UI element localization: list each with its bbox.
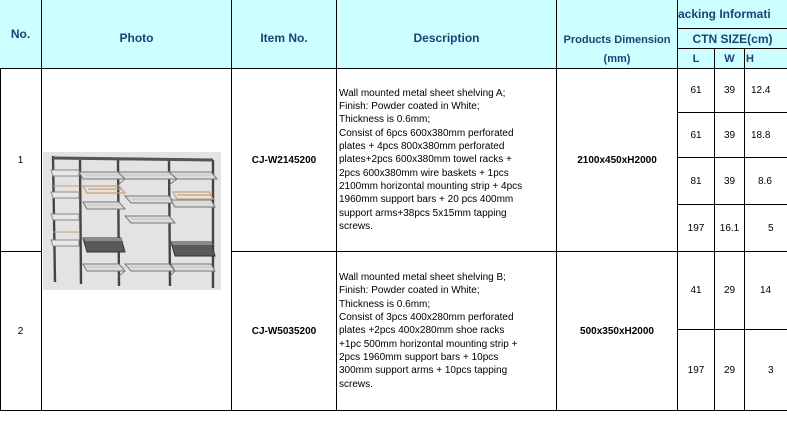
row2-ctn2-w-label: 29 [723,364,736,376]
row1-ctn3-w-label: 39 [723,175,736,187]
header-item-no-label: Item No. [260,31,308,45]
header-ctn-size: CTN SIZE(cm) [678,29,787,49]
row1-no: 1 [0,69,42,252]
row1-description: Wall mounted metal sheet shelving A; Fin… [337,69,557,252]
header-l: L [678,49,715,69]
row1-description-text: Wall mounted metal sheet shelving A; Fin… [339,87,523,232]
row1-ctn2-l-label: 61 [690,129,702,141]
row1-ctn4-l-label: 197 [687,222,705,234]
row2-ctn1-h: 14 [745,252,787,330]
row1-ctn1-h: 12.4 [745,69,787,113]
row1-ctn4-w: 16.1 [715,205,745,252]
header-w-label: W [724,52,735,65]
row2-ctn1-h-label: 14 [760,285,772,296]
photo-cell [42,69,232,411]
header-item-no: Item No. [232,0,337,69]
header-description: Description [337,0,557,69]
header-products-dimension-label: Products Dimension [563,34,671,46]
row1-no-label: 1 [17,154,24,166]
header-photo: Photo [42,0,232,69]
product-photo [43,152,221,290]
row1-ctn4-h: 5 [745,205,787,252]
row1-ctn2-l: 61 [678,113,715,158]
header-h-label: H [746,52,754,65]
header-packing-info: acking Informati [678,0,787,29]
row2-description: Wall mounted metal sheet shelving B; Fin… [337,252,557,411]
row2-description-text: Wall mounted metal sheet shelving B; Fin… [339,272,518,390]
row1-ctn3-h: 8.6 [745,158,787,205]
row1-ctn2-h: 18.8 [745,113,787,158]
header-photo-label: Photo [119,31,154,45]
row2-dimension-label: 500x350xH2000 [580,325,654,337]
row2-ctn1-l: 41 [678,252,715,330]
row1-item-no-label: CJ-W2145200 [251,154,317,166]
header-h: H [745,49,787,69]
header-unit-mm: (mm) [557,49,678,69]
row1-ctn4-h-label: 5 [768,222,774,234]
row2-no-label: 2 [17,325,24,337]
row2-ctn1-w: 29 [715,252,745,330]
row2-ctn1-l-label: 41 [690,285,702,296]
row1-ctn3-h-label: 8.6 [758,175,772,187]
header-unit-mm-label: (mm) [603,52,631,65]
row2-ctn2-h-label: 3 [768,364,774,376]
row1-ctn4-w-label: 16.1 [719,222,740,234]
row1-ctn1-w-label: 39 [723,85,736,96]
row1-ctn2-w-label: 39 [723,129,736,141]
table-left-border [0,0,1,411]
header-products-dimension: Products Dimension [557,0,678,49]
row2-ctn1-w-label: 29 [723,285,736,296]
row2-ctn2-l: 197 [678,330,715,411]
row1-ctn4-l: 197 [678,205,715,252]
row1-ctn2-w: 39 [715,113,745,158]
row1-ctn3-w: 39 [715,158,745,205]
header-l-label: L [692,52,700,65]
header-packing-info-label: acking Informati [678,7,771,21]
row2-dimension: 500x350xH2000 [557,252,678,411]
row1-ctn3-l-label: 81 [690,175,702,187]
row1-ctn3-l: 81 [678,158,715,205]
row1-item-no: CJ-W2145200 [232,69,337,252]
row1-ctn1-l: 61 [678,69,715,113]
header-no-label: No. [10,27,31,41]
header-ctn-size-label: CTN SIZE(cm) [692,31,773,46]
row1-ctn1-l-label: 61 [690,85,702,96]
row1-ctn2-h-label: 18.8 [751,129,771,141]
row2-ctn2-w: 29 [715,330,745,411]
row2-ctn2-l-label: 197 [687,364,705,376]
row1-dimension-label: 2100x450xH2000 [577,154,657,166]
header-description-label: Description [413,31,480,45]
row2-item-no-label: CJ-W5035200 [251,325,317,337]
row1-ctn1-h-label: 12.4 [751,85,771,96]
row2-no: 2 [0,252,42,411]
row1-dimension: 2100x450xH2000 [557,69,678,252]
header-no: No. [0,0,42,69]
row2-item-no: CJ-W5035200 [232,252,337,411]
header-w: W [715,49,745,69]
row1-ctn1-w: 39 [715,69,745,113]
row2-ctn2-h: 3 [745,330,787,411]
shelving-illustration [50,155,219,288]
